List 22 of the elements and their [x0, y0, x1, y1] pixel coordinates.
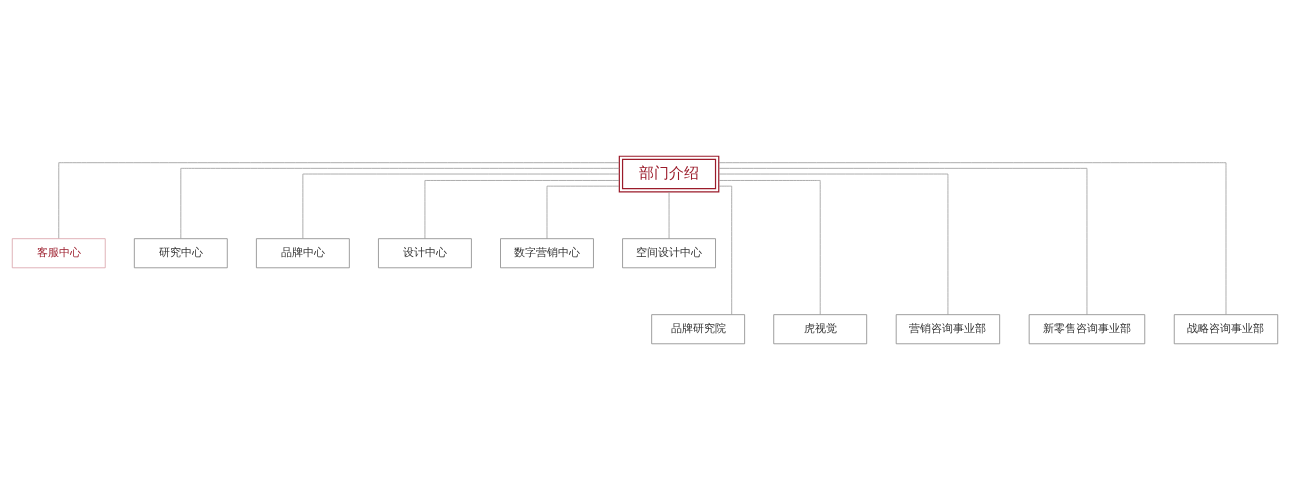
connector [718, 167, 1088, 316]
node-box: 品牌研究院 [651, 314, 746, 345]
connector [58, 162, 620, 239]
node-box: 空间设计中心 [622, 238, 716, 269]
node-box: 数字营销中心 [500, 238, 594, 269]
connector [718, 173, 949, 316]
connector [546, 185, 620, 240]
connector [302, 173, 620, 239]
connector [718, 162, 1227, 315]
connector [718, 180, 821, 315]
connector [180, 167, 620, 239]
node-box: 设计中心 [378, 238, 472, 269]
node-box: 品牌中心 [256, 238, 350, 269]
node-box: 研究中心 [133, 238, 228, 269]
node-box: 客服中心 [11, 238, 106, 269]
node-box: 虎视觉 [773, 314, 868, 345]
node-box: 战略咨询事业部 [1173, 314, 1279, 345]
node-box: 新零售咨询事业部 [1028, 314, 1146, 345]
connector [718, 185, 733, 315]
connector [668, 191, 670, 239]
node-box: 营销咨询事业部 [895, 314, 1001, 345]
connector [424, 180, 620, 239]
